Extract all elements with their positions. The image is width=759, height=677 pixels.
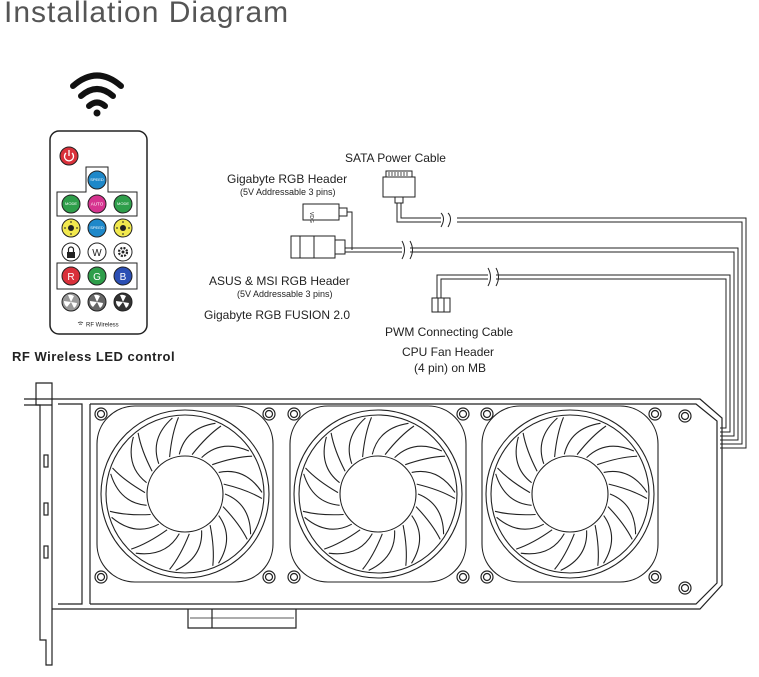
mode-right-label: MODE [117,201,129,206]
fan-3 [481,405,659,583]
sata-connector [382,170,416,204]
green-button[interactable]: G [87,266,107,286]
auto-label: AUTO [91,202,104,207]
remote-footer: RF Wireless [86,323,119,329]
lock-button[interactable] [61,242,81,262]
speed-down-label: SPEED [90,225,104,230]
asus-msi-rgb-header-sublabel: (5V Addressable 3 pins) [237,289,333,299]
green-label: G [93,272,101,283]
graphics-card [24,382,723,666]
asus-msi-connector [290,235,346,259]
wifi-icon [70,72,124,117]
remote-caption: RF Wireless LED control [12,349,176,364]
fan-speed-low-button[interactable] [61,292,81,312]
mode-left-button[interactable]: MODE [61,194,81,214]
speed-up-button[interactable]: SPEED [87,170,107,190]
pwm-connector [431,297,451,313]
asus-msi-rgb-header-label: ASUS & MSI RGB Header [209,274,350,288]
brightness-down-button[interactable] [61,218,81,238]
cables [345,203,747,449]
mode-right-button[interactable]: MODE [113,194,133,214]
speed-down-button[interactable]: SPEED [87,218,107,238]
power-button[interactable] [59,146,79,166]
fan-speed-mid-button[interactable] [87,292,107,312]
speed-up-label: SPEED [90,177,104,182]
remote-control: SPEED MODE AUTO MODE SPEED [49,130,148,335]
fan-2 [289,405,467,583]
screw-holes [94,407,692,595]
auto-button[interactable]: AUTO [87,194,107,214]
brightness-up-button[interactable] [113,218,133,238]
settings-button[interactable] [113,242,133,262]
white-label: W [92,248,102,259]
blue-button[interactable]: B [113,266,133,286]
gigabyte-rgb-fusion-label: Gigabyte RGB FUSION 2.0 [204,308,351,322]
fans [96,405,659,583]
gigabyte-rgb-header-sublabel: (5V Addressable 3 pins) [240,187,336,197]
fan-1 [96,405,274,583]
red-label: R [67,272,74,283]
cpu-fan-header-label: CPU Fan Header [402,345,495,359]
pwm-cable-label: PWM Connecting Cable [385,325,514,339]
gigabyte-rgb-header-label: Gigabyte RGB Header [227,172,348,186]
mode-left-label: MODE [65,201,77,206]
cpu-fan-header-sublabel: (4 pin) on MB [414,361,487,375]
red-button[interactable]: R [61,266,81,286]
rf-wireless-icon [77,321,84,325]
connector-pin-text: VDG [308,212,314,223]
white-button[interactable]: W [87,242,107,262]
page-title: Installation Diagram [4,0,290,29]
fan-speed-high-button[interactable] [113,292,133,312]
sata-power-cable-label: SATA Power Cable [345,151,446,165]
blue-label: B [120,272,127,283]
